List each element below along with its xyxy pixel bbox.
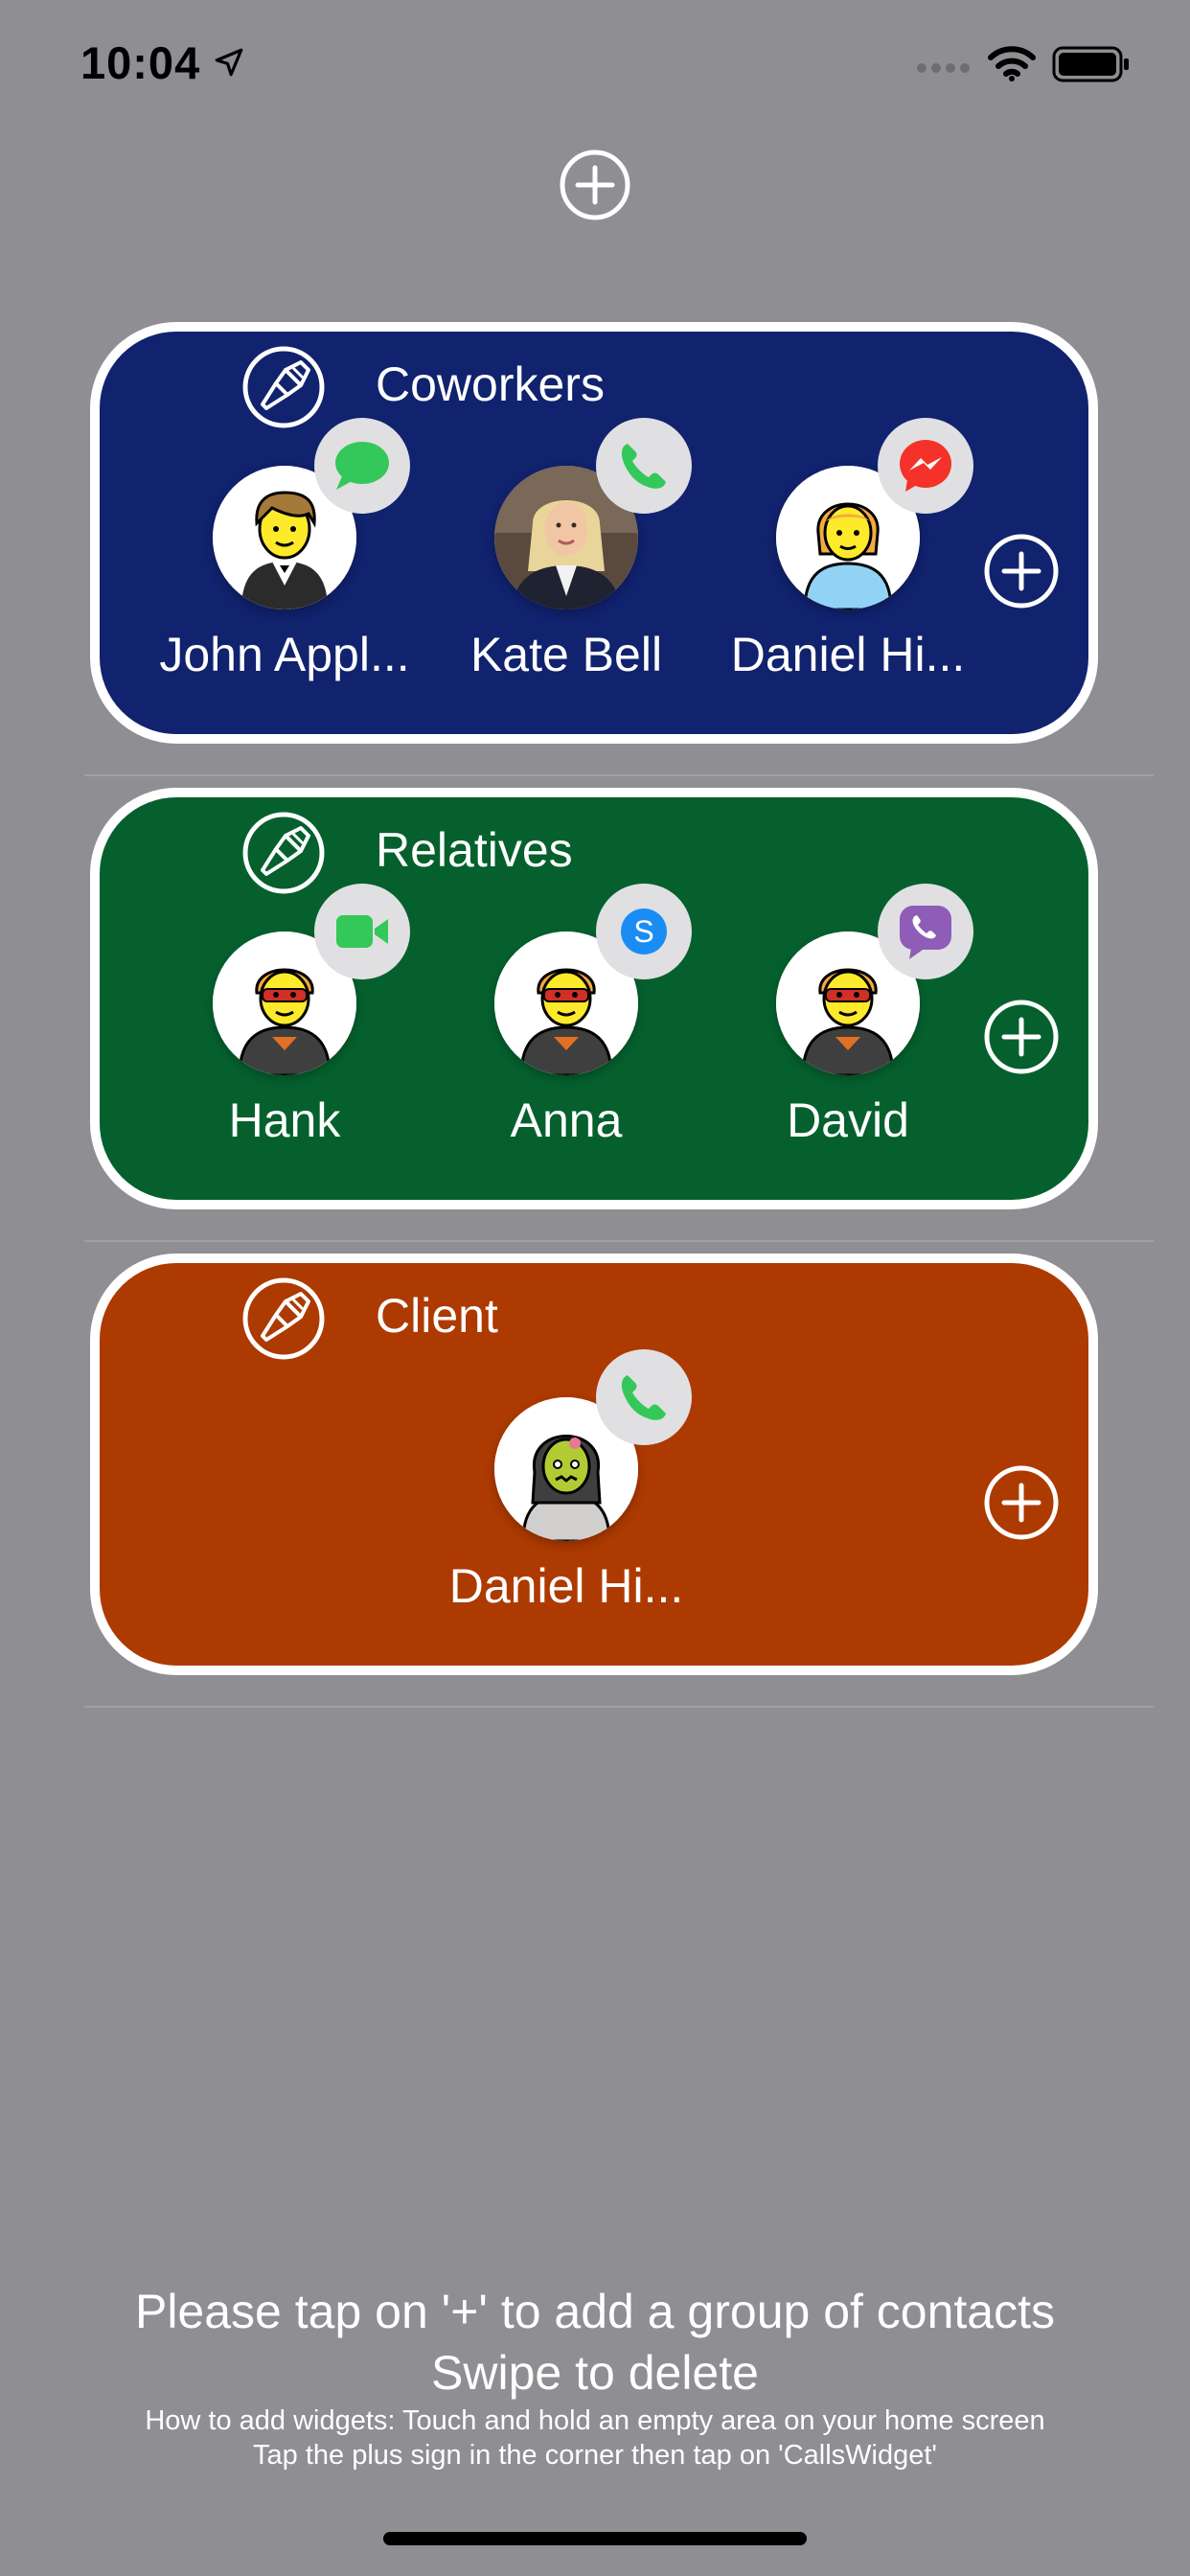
- battery-icon: [1052, 46, 1129, 82]
- group-card-client[interactable]: Client Daniel Hi...: [90, 1254, 1098, 1675]
- messenger-icon: [900, 440, 951, 492]
- superhero-emoji-icon: [213, 932, 356, 1075]
- paintbrush-icon[interactable]: [241, 811, 326, 895]
- phone-icon: [621, 1375, 666, 1420]
- add-contact-button[interactable]: [983, 533, 1060, 610]
- avatar: [213, 466, 356, 610]
- svg-text:S: S: [633, 914, 653, 949]
- contact-name: David: [787, 1093, 909, 1147]
- contact-name: Daniel Hi...: [730, 628, 966, 681]
- contact-hank[interactable]: Hank: [126, 884, 414, 1162]
- contact-david[interactable]: David: [690, 884, 977, 1162]
- divider: [84, 1240, 1154, 1242]
- add-group-button[interactable]: [559, 149, 631, 221]
- contact-name: Daniel Hi...: [448, 1559, 684, 1613]
- contact-daniel-higgins[interactable]: Daniel Hi...: [690, 418, 977, 696]
- divider: [84, 774, 1154, 776]
- contact-name: John Appl...: [159, 628, 410, 681]
- group-title: Client: [376, 1289, 498, 1343]
- group-title: Coworkers: [376, 357, 605, 411]
- viber-badge[interactable]: [878, 884, 973, 979]
- paintbrush-icon[interactable]: [241, 345, 326, 429]
- contact-name: Kate Bell: [469, 628, 663, 681]
- contact-name: Hank: [228, 1093, 341, 1147]
- widget-instruction-2: Tap the plus sign in the corner then tap…: [253, 2440, 937, 2471]
- wifi-icon: [988, 46, 1036, 81]
- status-bar: 10:04: [0, 0, 1190, 125]
- contact-name: Anna: [510, 1093, 623, 1147]
- contact-anna[interactable]: S Anna: [408, 884, 696, 1162]
- divider: [84, 1706, 1154, 1708]
- group-title: Relatives: [376, 823, 573, 877]
- avatar: [776, 932, 920, 1075]
- instruction-delete: Swipe to delete: [431, 2346, 759, 2400]
- facetime-icon: [336, 915, 388, 948]
- paintbrush-icon[interactable]: [241, 1276, 326, 1361]
- facetime-badge[interactable]: [314, 884, 410, 979]
- contact-john-appleseed[interactable]: John Appl...: [126, 418, 414, 696]
- messages-icon: [335, 442, 389, 490]
- home-indicator[interactable]: [383, 2532, 807, 2545]
- zombie-emoji-icon: [494, 1397, 638, 1541]
- contact-kate-bell[interactable]: Kate Bell: [408, 418, 696, 696]
- phone-icon: [621, 444, 666, 489]
- widget-instruction-1: How to add widgets: Touch and hold an em…: [145, 2405, 1045, 2436]
- location-arrow-icon: [215, 48, 243, 77]
- man-suit-emoji-icon: [213, 466, 356, 610]
- add-contact-button[interactable]: [983, 999, 1060, 1075]
- messenger-badge[interactable]: [878, 418, 973, 514]
- avatar: [213, 932, 356, 1075]
- signal-dots-icon: [917, 63, 970, 73]
- viber-icon: [900, 906, 951, 959]
- instructions: Please tap on '+' to add a group of cont…: [0, 2281, 1190, 2472]
- skype-icon: S: [621, 908, 667, 954]
- status-time: 10:04: [80, 37, 201, 88]
- group-card-relatives[interactable]: Relatives Hank: [90, 788, 1098, 1209]
- phone-badge[interactable]: [596, 418, 692, 514]
- messages-badge[interactable]: [314, 418, 410, 514]
- skype-badge[interactable]: S: [596, 884, 692, 979]
- contact-daniel-higgins[interactable]: Daniel Hi...: [408, 1349, 696, 1627]
- group-card-coworkers[interactable]: Coworkers John Appl...: [90, 322, 1098, 744]
- phone-badge[interactable]: [596, 1349, 692, 1445]
- avatar: [494, 932, 638, 1075]
- instruction-add: Please tap on '+' to add a group of cont…: [134, 2285, 1056, 2338]
- add-contact-button[interactable]: [983, 1464, 1060, 1541]
